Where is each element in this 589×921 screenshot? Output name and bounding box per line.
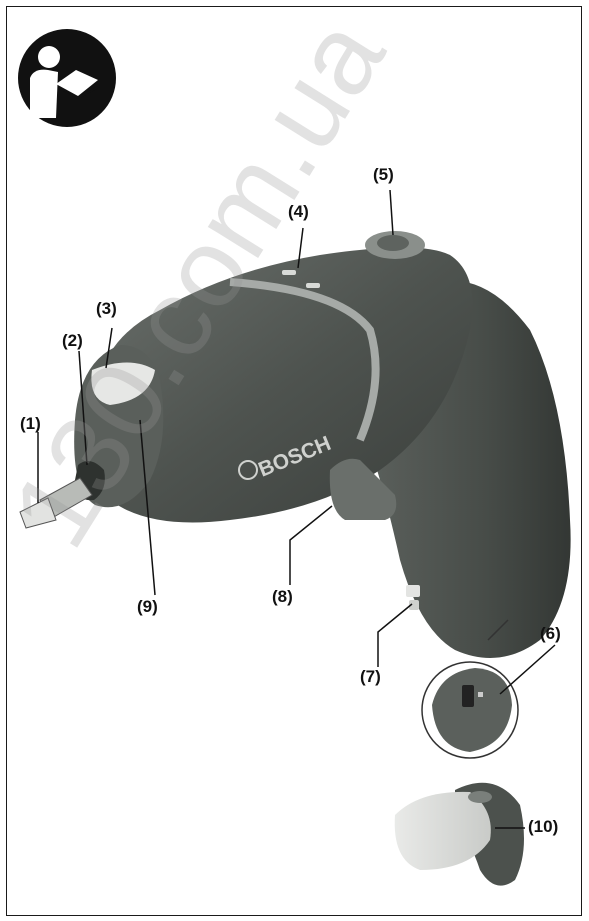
page-frame	[6, 6, 582, 916]
label-8: (8)	[272, 587, 293, 606]
small-screwdriver	[394, 782, 524, 886]
label-2: (2)	[62, 331, 83, 350]
label-10: (10)	[528, 817, 559, 836]
trigger	[329, 458, 397, 520]
label-5: (5)	[373, 165, 394, 184]
screwdriver-bit	[19, 477, 93, 529]
ring	[229, 278, 380, 442]
label-3: (3)	[96, 299, 117, 318]
light-window	[91, 362, 155, 405]
label-7: (7)	[360, 667, 381, 686]
barrel	[93, 247, 473, 523]
label-1: (1)	[20, 414, 41, 433]
leader-lines	[37, 189, 556, 829]
label-4: (4)	[288, 202, 309, 221]
label-6: (6)	[540, 624, 561, 643]
read-manual-icon	[18, 29, 116, 127]
detail-inset	[421, 619, 519, 759]
label-9: (9)	[137, 597, 158, 616]
